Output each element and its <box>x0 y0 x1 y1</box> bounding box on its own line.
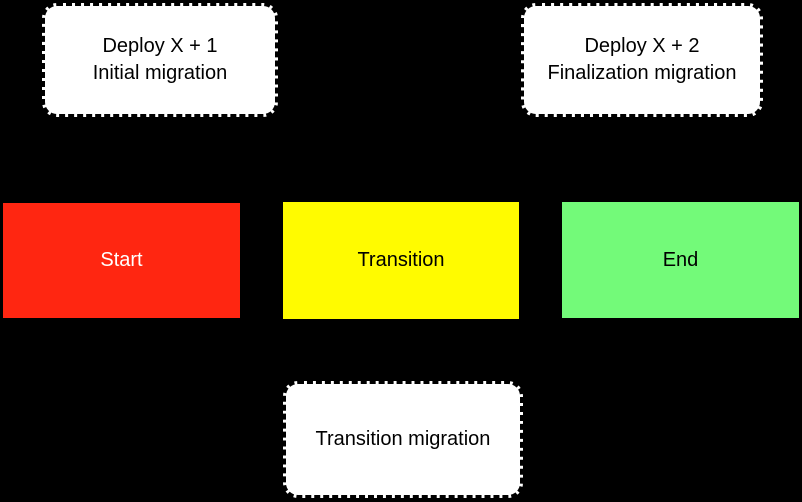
stage-end: End <box>562 202 799 318</box>
note-deploy-x1-initial-migration: Deploy X + 1 Initial migration <box>42 3 278 117</box>
note-deploy-x2-finalization-migration: Deploy X + 2 Finalization migration <box>521 3 763 117</box>
note-deploy-x2-line2: Finalization migration <box>547 62 737 84</box>
note-deploy-x2-line1: Deploy X + 2 <box>584 35 700 57</box>
stage-start-label: Start <box>100 249 143 271</box>
note-deploy-x1-line2: Initial migration <box>92 62 228 84</box>
note-deploy-x1-line1: Deploy X + 1 <box>102 35 218 57</box>
note-transition-line1: Transition migration <box>315 428 491 450</box>
note-transition-migration: Transition migration <box>283 381 523 498</box>
stage-transition-label: Transition <box>357 249 445 271</box>
stage-start: Start <box>3 203 240 318</box>
stage-end-label: End <box>662 248 699 271</box>
stage-transition: Transition <box>283 202 519 319</box>
